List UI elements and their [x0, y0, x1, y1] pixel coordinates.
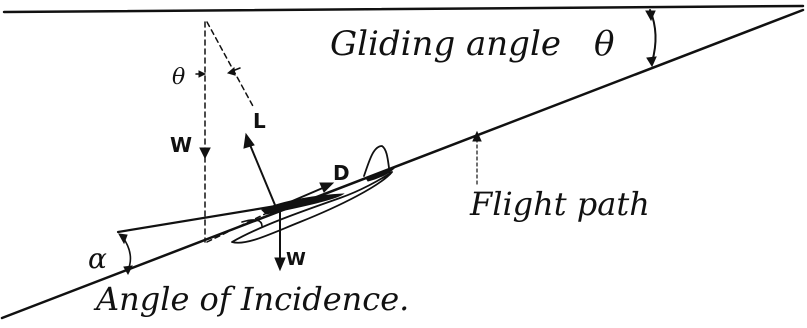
chord-line — [116, 204, 278, 234]
angle-of-incidence-label: Angle of Incidence. — [93, 280, 409, 318]
glider-wing-tip — [241, 219, 263, 227]
flight-path-line — [0, 8, 805, 320]
lift-vector — [247, 139, 276, 206]
theta-small-label: θ — [172, 65, 185, 90]
drag-label: D — [333, 161, 350, 185]
lift-arrowhead — [243, 132, 255, 149]
weight-left-arrowhead — [199, 147, 211, 160]
gliding-angle-arrowhead-bottom — [646, 56, 657, 68]
gliding-angle-symbol: θ — [594, 24, 614, 64]
theta-arrowhead-right — [226, 67, 236, 76]
lift-label: L — [253, 109, 266, 133]
flight-path-pointer-arrowhead — [472, 130, 482, 142]
gliding-angle-arrowhead-top — [645, 10, 656, 22]
lift-extension-line — [206, 21, 255, 109]
horizontal-reference-line — [2, 4, 805, 14]
alpha-arrowhead-top — [118, 233, 128, 245]
alpha-label: α — [88, 242, 107, 275]
gliding-angle-label: Gliding angle — [330, 24, 561, 64]
weight-bottom-label: W — [286, 249, 306, 270]
weight-bottom-arrowhead — [274, 257, 286, 272]
flight-path-label: Flight path — [469, 185, 650, 223]
drag-arrowhead — [319, 182, 335, 193]
weight-left-label: W — [170, 133, 192, 157]
glider-fuselage — [231, 171, 393, 244]
glider-icon — [231, 145, 398, 244]
glider-wing — [261, 193, 345, 215]
theta-arrowhead-left — [198, 70, 207, 78]
chord-dashed-extension — [206, 213, 266, 243]
alpha-arrowhead-bottom — [123, 265, 133, 276]
glider-tailplane — [365, 164, 398, 182]
glider-fin — [363, 145, 391, 177]
